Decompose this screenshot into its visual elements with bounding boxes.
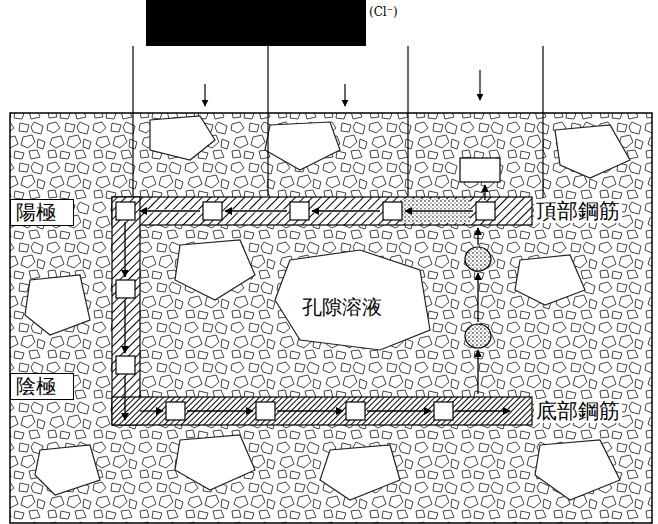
aggregate-stones — [25, 116, 630, 500]
top-rebar — [112, 197, 532, 225]
electron-flow-arrows — [125, 185, 510, 420]
bottom-rebar — [112, 397, 532, 425]
redacted-block — [146, 0, 366, 46]
concrete-body — [10, 113, 652, 523]
cathode-label: 陰極 — [10, 373, 74, 400]
node-text: 陽極 — [16, 201, 68, 224]
anode-label: 陽極 — [10, 199, 74, 226]
connecting-rebar — [112, 197, 140, 425]
pore-solution-label: 孔隙溶液 — [300, 296, 384, 319]
chloride-label: (Cl⁻) — [367, 6, 400, 20]
ion-ellipses — [465, 247, 491, 348]
electron-squares — [116, 158, 500, 420]
bottom-rebar-label: 底部鋼筋 — [534, 399, 622, 423]
chloride-ingress-lines — [133, 46, 543, 198]
node-text: 陰極 — [16, 375, 68, 398]
top-rebar-label: 頂部鋼筋 — [534, 199, 622, 223]
